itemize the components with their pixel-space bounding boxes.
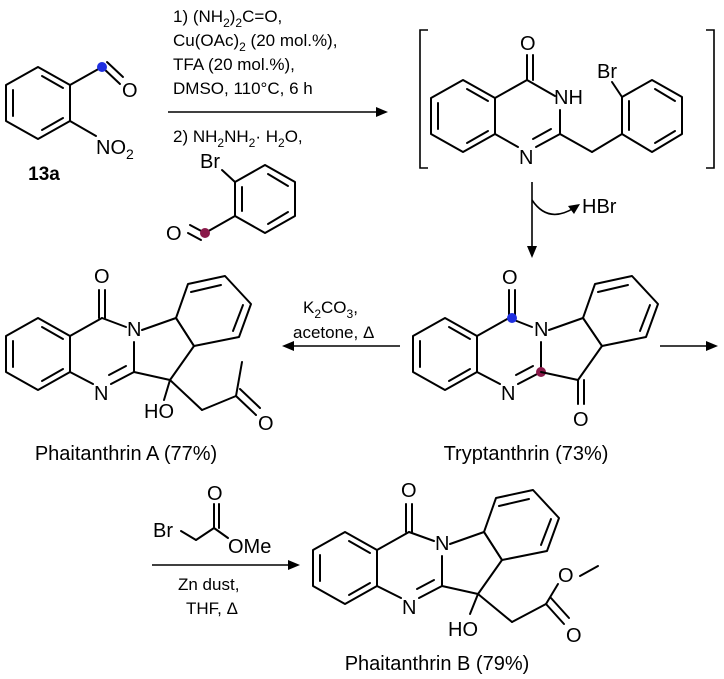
phaitanthrin-b: O N N HO O O [312,480,599,647]
svg-text:N: N [402,597,416,619]
svg-text:O: O [520,33,536,55]
condition-thf: THF, Δ [186,599,238,618]
svg-text:O: O [207,483,223,505]
atom-O: O [122,80,138,102]
condition-k2co3: K2CO3, [303,298,358,321]
svg-text:O: O [401,480,417,502]
svg-text:NH: NH [554,87,583,109]
svg-text:Br: Br [597,61,617,83]
svg-text:HBr: HBr [582,196,617,218]
svg-text:N: N [94,383,108,405]
condition-cuoac: Cu(OAc)2 (20 mol.%), [173,31,337,54]
hbr-elimination: HBr [527,182,617,258]
svg-text:N: N [534,319,548,341]
atom-O: O [166,223,182,245]
tryptanthrin: O N N O [412,267,659,431]
svg-text:O: O [558,565,574,587]
step1-conditions: 1) (NH2)2C=O, Cu(OAc)2 (20 mol.%), TFA (… [166,7,388,245]
svg-text:O: O [566,625,582,647]
svg-text:N: N [501,383,515,405]
nitro-group: NO2 [96,137,134,162]
bracket-left [419,29,428,169]
svg-text:N: N [435,533,449,555]
svg-text:O: O [573,409,589,431]
reformatsky-conditions: Br O OMe Zn dust, THF, Δ [152,483,300,618]
marker-blue [507,313,517,323]
svg-text:OMe: OMe [228,536,271,558]
phaitanthrin-a: O N N HO O [5,266,274,435]
condition-hydrazine: 2) NH2NH2· H2O, [173,127,303,150]
aldehyde-marker-blue [97,62,107,72]
svg-text:HO: HO [448,619,478,641]
condition-tfa: TFA (20 mol.%), [173,55,295,74]
svg-text:N: N [127,319,141,341]
compound-label-13a: 13a [28,164,60,185]
svg-text:N: N [519,147,533,169]
condition-dmso: DMSO, 110°C, 6 h [173,79,313,98]
condition-acetone: acetone, Δ [293,323,374,342]
aldehyde-marker-purple [200,228,210,238]
name-phaitanthrin-b: Phaitanthrin B (79%) [345,653,530,675]
condition-urea: 1) (NH2)2C=O, [173,7,282,30]
svg-text:O: O [502,267,518,289]
atom-Br: Br [200,151,220,173]
svg-text:HO: HO [144,401,174,423]
name-tryptanthrin: Tryptanthrin (73%) [444,443,609,465]
name-phaitanthrin-a: Phaitanthrin A (77%) [35,443,217,465]
svg-text:O: O [258,413,274,435]
condition-zn: Zn dust, [178,575,239,594]
svg-text:O: O [94,266,110,288]
bracket-right [706,29,715,169]
svg-text:Br: Br [153,520,173,542]
k2co3-conditions: K2CO3, acetone, Δ [282,298,400,351]
quinazolinone-intermediate: O NH N Br [419,29,715,169]
compound-13a: O NO2 13a [5,61,138,185]
bromophenylacetaldehyde: Br O [166,151,296,245]
